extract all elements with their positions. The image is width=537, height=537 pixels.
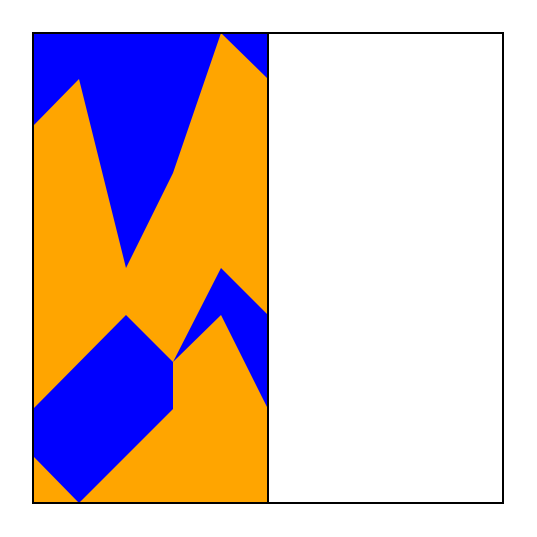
blue-shape-middle-right xyxy=(173,268,268,409)
blue-shape-lower xyxy=(33,315,173,503)
blue-shape-top xyxy=(33,33,221,268)
right-panel xyxy=(267,32,504,504)
blue-shape-top-right-corner xyxy=(221,33,268,79)
